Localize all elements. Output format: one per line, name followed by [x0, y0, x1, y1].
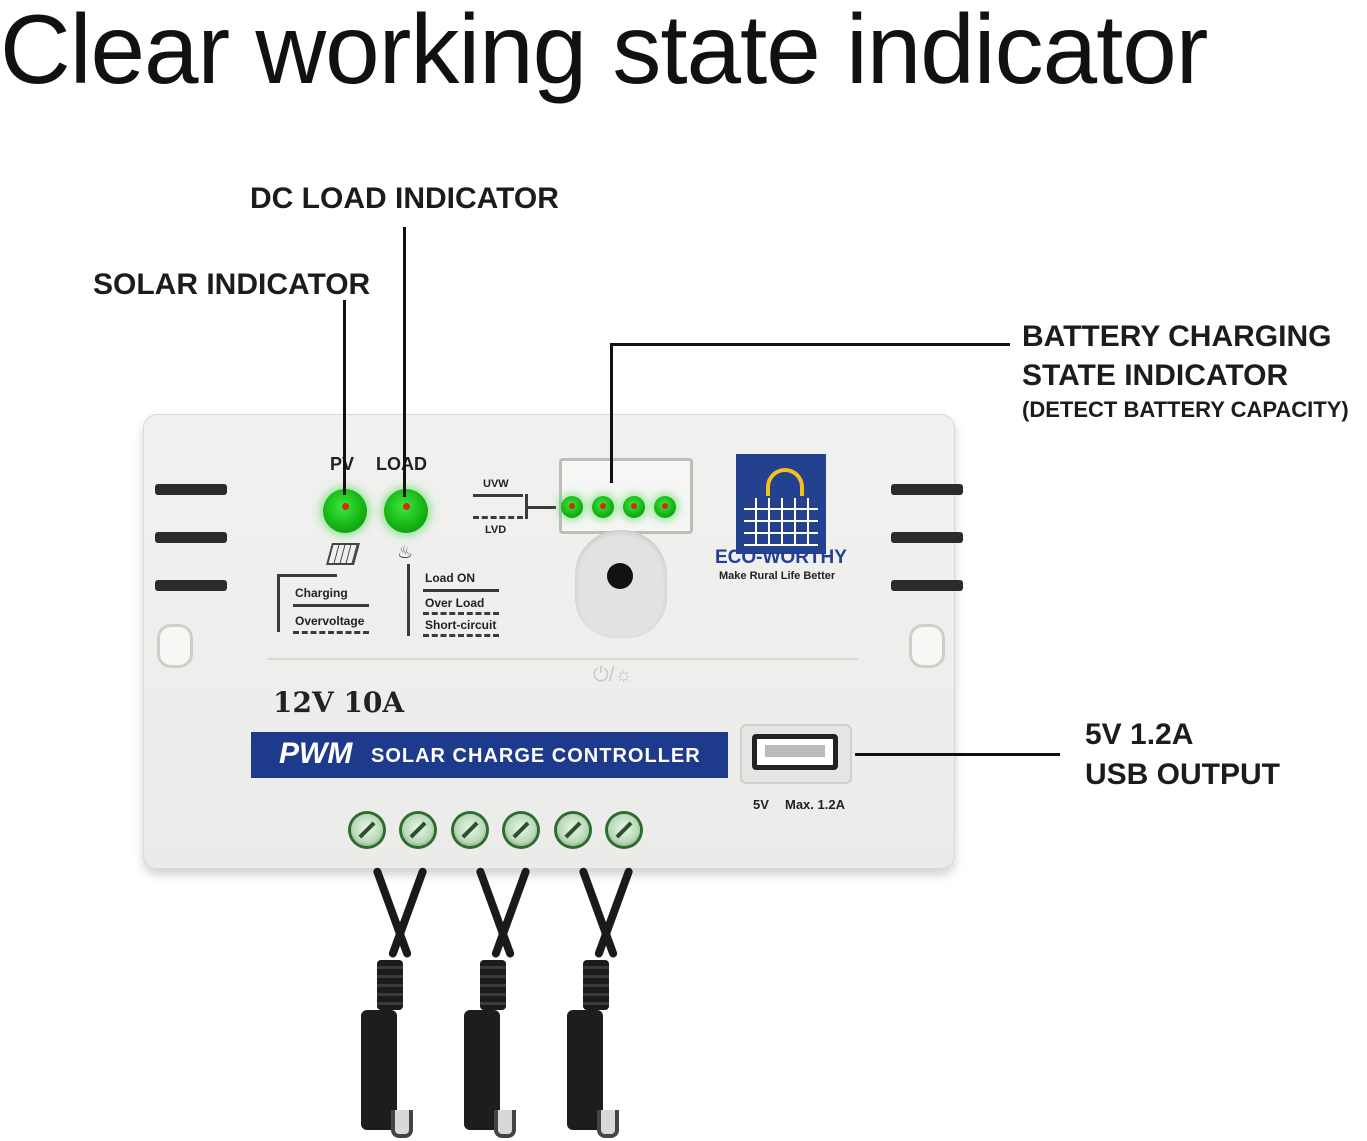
battery-leader-v	[610, 343, 613, 483]
battery-led-4	[654, 496, 676, 518]
dc-load-callout: DC LOAD INDICATOR	[250, 182, 559, 215]
battery-callout-line1: BATTERY CHARGING	[1022, 320, 1332, 353]
eco-worthy-logo	[736, 454, 826, 554]
headline: Clear working state indicator	[0, 0, 1208, 104]
solar-leader	[343, 300, 346, 495]
usb-callout-line2: USB OUTPUT	[1085, 758, 1280, 791]
load-led	[384, 489, 428, 533]
brand-name: ECO-WORTHY	[715, 547, 847, 568]
battery-negative-terminal[interactable]	[505, 814, 537, 846]
brand-tagline: Make Rural Life Better	[719, 570, 836, 582]
dc-load-leader	[403, 227, 406, 497]
load-negative-terminal[interactable]	[608, 814, 640, 846]
battery-positive-terminal[interactable]	[454, 814, 486, 846]
uvw-label: UVW	[483, 478, 509, 490]
usb-callout-line1: 5V 1.2A	[1085, 718, 1194, 751]
left-vent	[155, 532, 227, 543]
overvoltage-label: Overvoltage	[295, 614, 365, 628]
right-vent	[891, 484, 963, 495]
lvd-label: LVD	[485, 524, 507, 536]
right-vent	[891, 532, 963, 543]
short-circuit-label: Short-circuit	[425, 618, 497, 632]
load-positive-terminal[interactable]	[557, 814, 589, 846]
charging-label: Charging	[295, 586, 348, 600]
usb-port-housing	[740, 724, 852, 784]
banner-pwm: PWM	[279, 737, 353, 770]
power-sun-symbol: ⏻/☼	[593, 664, 633, 686]
battery-sae-connector-grip	[480, 960, 506, 1010]
right-vent	[891, 580, 963, 591]
mount-hole	[909, 624, 945, 668]
load-on-label: Load ON	[425, 571, 475, 585]
mount-hole	[157, 624, 193, 668]
bulb-icon: ♨	[397, 542, 414, 562]
setting-button[interactable]	[607, 563, 633, 589]
battery-leader-h	[610, 343, 1010, 346]
pv-led	[323, 489, 367, 533]
battery-callout-note: (DETECT BATTERY CAPACITY)	[1022, 397, 1349, 422]
load-label: LOAD	[376, 454, 427, 474]
product-banner: PWM SOLAR CHARGE CONTROLLER	[251, 732, 728, 778]
usb-5v-label: 5V	[753, 797, 769, 812]
battery-led-1	[561, 496, 583, 518]
solar-callout: SOLAR INDICATOR	[93, 268, 371, 301]
battery-led-3	[623, 496, 645, 518]
load-sae-connector-grip	[583, 960, 609, 1010]
solar-panel-icon	[326, 543, 360, 565]
usb-leader	[855, 753, 1060, 756]
battery-callout-line2: STATE INDICATOR	[1022, 359, 1289, 392]
sun-icon	[766, 468, 804, 496]
charge-controller-device: PV LOAD Charging Overvoltage ♨ Load ON O…	[143, 414, 963, 869]
left-vent	[155, 580, 227, 591]
over-load-label: Over Load	[425, 596, 485, 610]
usb-max-label: Max. 1.2A	[785, 797, 845, 812]
usb-port[interactable]	[752, 734, 838, 770]
battery-led-2	[592, 496, 614, 518]
rating-label: 12V 10A	[273, 686, 405, 719]
left-vent	[155, 484, 227, 495]
battery-outline	[559, 458, 693, 534]
pv-label: PV	[330, 454, 355, 474]
pv-negative-terminal[interactable]	[402, 814, 434, 846]
pv-sae-connector-grip	[377, 960, 403, 1010]
banner-title: SOLAR CHARGE CONTROLLER	[371, 745, 701, 767]
pv-positive-terminal[interactable]	[351, 814, 383, 846]
